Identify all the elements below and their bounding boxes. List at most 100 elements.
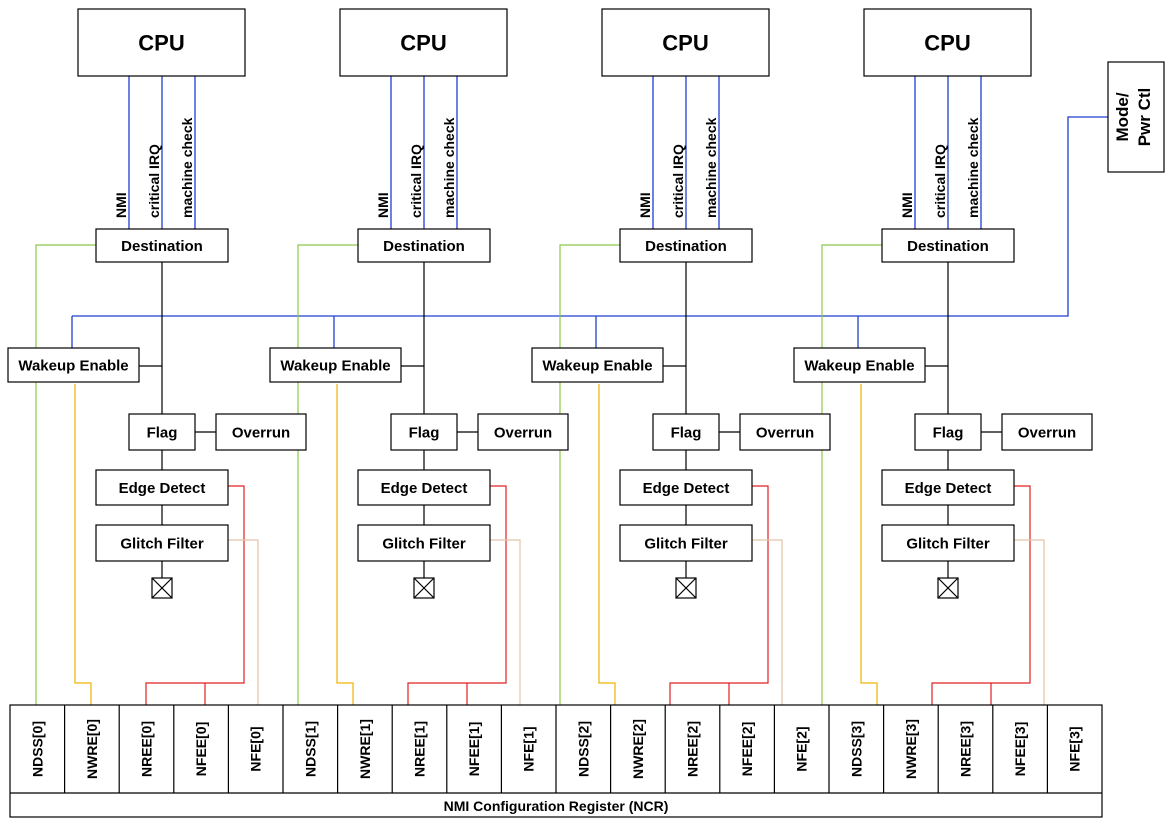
register-field-10: NDSS[2] bbox=[575, 721, 591, 777]
edge-line-0 bbox=[145, 485, 245, 705]
wakeup-bus bbox=[72, 116, 1108, 317]
flag-block-1-label: Flag bbox=[409, 424, 440, 441]
signal-label-3-0: NMI bbox=[899, 192, 915, 218]
flag-block-0: Flag bbox=[128, 413, 196, 451]
signal-label-0-2: machine check bbox=[179, 117, 195, 218]
pad-x2-0 bbox=[151, 577, 173, 599]
edge-detect-block-0-label: Edge Detect bbox=[119, 480, 206, 497]
register-field-9: NFE[1] bbox=[521, 726, 537, 771]
edge-line-1 bbox=[407, 485, 507, 705]
register-fields: NDSS[0] NWRE[0] NREE[0] NFEE[0] NFE[0] NDSS[1… bbox=[29, 705, 1083, 793]
wakeup-enable-block-3-label: Wakeup Enable bbox=[804, 357, 914, 374]
signal-label-2-2: machine check bbox=[703, 117, 719, 218]
edge-detect-block-3: Edge Detect bbox=[881, 469, 1015, 506]
destination-block-0: Destination bbox=[95, 228, 229, 263]
edge-line-2 bbox=[669, 485, 769, 705]
cpu-block-1-label: CPU bbox=[400, 30, 446, 55]
overrun-block-2-label: Overrun bbox=[756, 424, 814, 441]
glitch-filter-block-3-label: Glitch Filter bbox=[906, 535, 990, 552]
overrun-block-1-label: Overrun bbox=[494, 424, 552, 441]
filter-line-0 bbox=[228, 539, 259, 705]
destination-block-2: Destination bbox=[619, 228, 753, 263]
flag-block-2: Flag bbox=[652, 413, 720, 451]
wakeup-enable-block-2-label: Wakeup Enable bbox=[542, 357, 652, 374]
glitch-filter-block-2-label: Glitch Filter bbox=[644, 535, 728, 552]
blocks: CPU NMI critical IRQ machine checkDestinati… bbox=[7, 8, 1093, 599]
glitch-filter-block-0: Glitch Filter bbox=[95, 524, 229, 562]
cpu-block-2-label: CPU bbox=[662, 30, 708, 55]
register-field-12: NREE[2] bbox=[685, 721, 701, 777]
register-field-2: NREE[0] bbox=[139, 721, 155, 777]
signal-label-2-0: NMI bbox=[637, 192, 653, 218]
register-field-18: NFEE[3] bbox=[1012, 722, 1028, 776]
wires bbox=[35, 76, 1108, 705]
flag-block-0-label: Flag bbox=[147, 424, 178, 441]
input-pad-3 bbox=[937, 577, 959, 599]
overrun-block-0: Overrun bbox=[215, 413, 307, 451]
mode-label: Mode/ bbox=[1113, 92, 1132, 141]
glitch-filter-block-1-label: Glitch Filter bbox=[382, 535, 466, 552]
cpu-block-3: CPU bbox=[863, 8, 1032, 77]
register-field-1: NWRE[0] bbox=[84, 719, 100, 779]
cpu-block-1: CPU bbox=[339, 8, 508, 77]
filter-line-3 bbox=[1014, 539, 1045, 705]
cpu-block-0: CPU bbox=[77, 8, 246, 77]
edge-detect-block-1-label: Edge Detect bbox=[381, 480, 468, 497]
destination-block-1-label: Destination bbox=[383, 238, 465, 255]
register-field-5: NDSS[1] bbox=[302, 721, 318, 777]
ndss-line-1 bbox=[297, 244, 358, 705]
register-field-8: NFEE[1] bbox=[466, 722, 482, 776]
cpu-block-2: CPU bbox=[601, 8, 770, 77]
input-pad-1 bbox=[413, 577, 435, 599]
register-field-11: NWRE[2] bbox=[630, 719, 646, 779]
register-field-17: NREE[3] bbox=[958, 721, 974, 777]
overrun-block-0-label: Overrun bbox=[232, 424, 290, 441]
edge-line-3 bbox=[931, 485, 1031, 705]
filter-line-2 bbox=[752, 539, 783, 705]
flag-block-2-label: Flag bbox=[671, 424, 702, 441]
overrun-block-3: Overrun bbox=[1001, 413, 1093, 451]
wakeup-enable-block-3: Wakeup Enable bbox=[793, 347, 926, 383]
signal-label-3-2: machine check bbox=[965, 117, 981, 218]
register-field-16: NWRE[3] bbox=[903, 719, 919, 779]
wakeup-enable-block-0: Wakeup Enable bbox=[7, 347, 140, 383]
pad-x2-1 bbox=[413, 577, 435, 599]
signal-label-0-1: critical IRQ bbox=[146, 144, 162, 218]
signal-label-0-0: NMI bbox=[113, 192, 129, 218]
cpu-block-3-label: CPU bbox=[924, 30, 970, 55]
flag-block-3-label: Flag bbox=[933, 424, 964, 441]
register-field-0: NDSS[0] bbox=[29, 721, 45, 777]
destination-block-3: Destination bbox=[881, 228, 1015, 263]
edge-detect-block-2-label: Edge Detect bbox=[643, 480, 730, 497]
wakeup-enable-block-0-label: Wakeup Enable bbox=[18, 357, 128, 374]
register-field-14: NFE[2] bbox=[794, 726, 810, 771]
nwre-line-3 bbox=[860, 384, 878, 705]
register-field-13: NFEE[2] bbox=[739, 722, 755, 776]
overrun-block-1: Overrun bbox=[477, 413, 569, 451]
overrun-block-3-label: Overrun bbox=[1018, 424, 1076, 441]
flag-block-3: Flag bbox=[914, 413, 982, 451]
destination-block-0-label: Destination bbox=[121, 238, 203, 255]
register-field-4: NFE[0] bbox=[248, 726, 264, 771]
register-field-19: NFE[3] bbox=[1067, 726, 1083, 771]
input-pad-0 bbox=[151, 577, 173, 599]
ndss-line-2 bbox=[559, 244, 620, 705]
wakeup-enable-block-1-label: Wakeup Enable bbox=[280, 357, 390, 374]
glitch-filter-block-2: Glitch Filter bbox=[619, 524, 753, 562]
register-field-6: NWRE[1] bbox=[357, 719, 373, 779]
destination-block-2-label: Destination bbox=[645, 238, 727, 255]
ncr-register: NDSS[0] NWRE[0] NREE[0] NFEE[0] NFE[0] NDSS[1… bbox=[9, 704, 1103, 818]
destination-block-1: Destination bbox=[357, 228, 491, 263]
pwr-ctl-label: Pwr Ctl bbox=[1135, 88, 1154, 147]
input-pad-2 bbox=[675, 577, 697, 599]
signal-label-1-2: machine check bbox=[441, 117, 457, 218]
signal-label-2-1: critical IRQ bbox=[670, 144, 686, 218]
flag-block-1: Flag bbox=[390, 413, 458, 451]
register-field-15: NDSS[3] bbox=[848, 721, 864, 777]
signal-label-1-1: critical IRQ bbox=[408, 144, 424, 218]
register-field-3: NFEE[0] bbox=[193, 722, 209, 776]
edge-detect-block-0: Edge Detect bbox=[95, 469, 229, 506]
wakeup-enable-block-2: Wakeup Enable bbox=[531, 347, 664, 383]
pad-x2-3 bbox=[937, 577, 959, 599]
